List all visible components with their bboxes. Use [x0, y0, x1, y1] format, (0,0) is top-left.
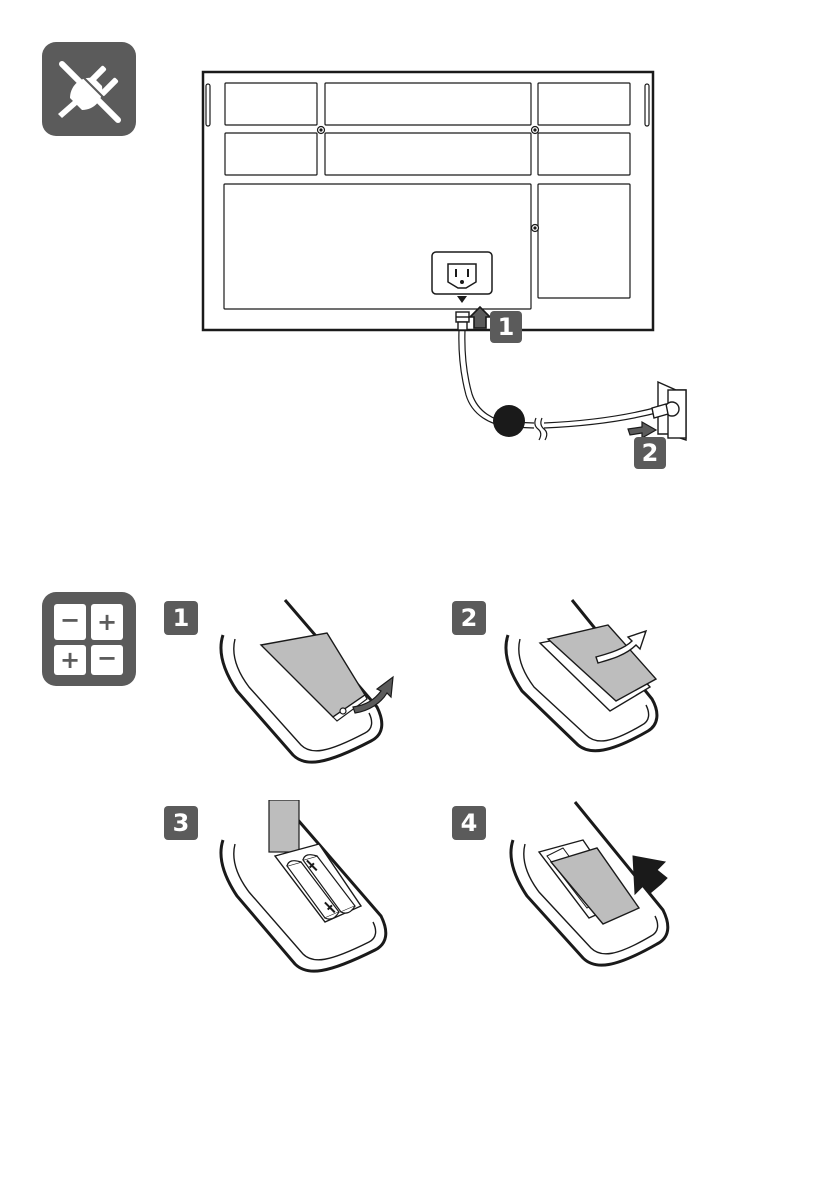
power-cable [459, 330, 660, 440]
minus-sign: − [58, 606, 82, 634]
battery-step-1-badge: 1 [164, 601, 198, 635]
plug-icon [42, 42, 136, 136]
remote-step-4-illustration [505, 800, 695, 980]
remote-step-1-illustration [215, 595, 405, 770]
battery-cover [261, 633, 367, 721]
plus-sign: + [95, 608, 119, 636]
mount-screws [318, 127, 539, 232]
power-step-1-badge: 1 [490, 311, 522, 343]
plus-sign: + [58, 646, 82, 674]
power-step-2-badge: 2 [634, 437, 666, 469]
minus-sign: − [95, 644, 119, 672]
arrow-right-icon [628, 422, 656, 438]
remote-step-3-illustration [215, 800, 405, 980]
tv-back-illustration [190, 60, 710, 480]
wall-outlet [652, 382, 686, 440]
battery-step-4-badge: 4 [452, 806, 486, 840]
ac-inlet [432, 252, 492, 303]
battery-icon: − + + − [54, 604, 124, 674]
battery-cover [269, 800, 299, 852]
arrow-up-icon [470, 307, 490, 328]
battery-section-icon: − + + − [42, 592, 136, 686]
arrow-up-left-icon [633, 856, 667, 894]
tv-frame [203, 72, 653, 330]
ferrite-bead [493, 405, 525, 437]
power-connector [456, 312, 469, 330]
remote-step-2-illustration [500, 595, 700, 770]
battery-step-3-badge: 3 [164, 806, 198, 840]
battery-step-2-badge: 2 [452, 601, 486, 635]
power-section-icon [42, 42, 136, 136]
